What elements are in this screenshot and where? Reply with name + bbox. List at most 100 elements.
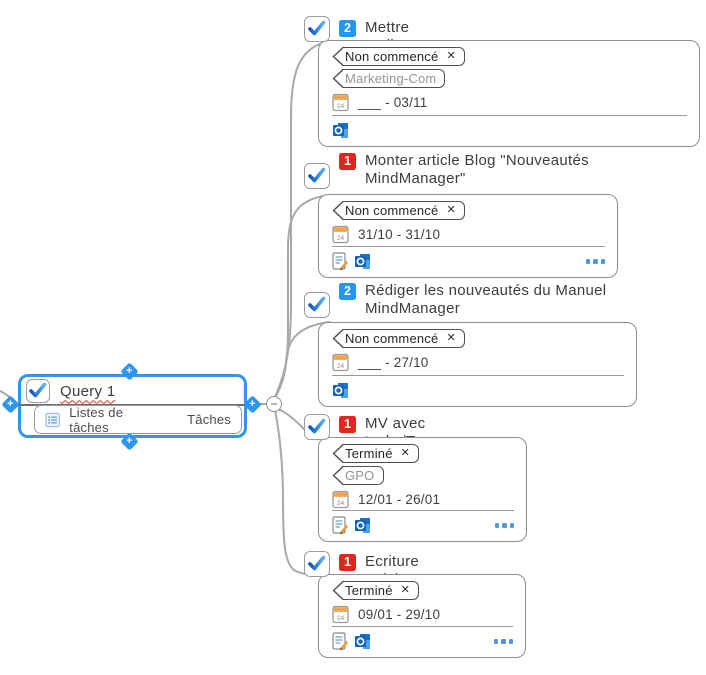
more-icon[interactable] [493,639,513,644]
task-title-text: MV avec [365,415,430,432]
task-complete-checkbox[interactable] [304,414,330,440]
tag-label: Non commencé [345,331,439,346]
plus-icon: + [249,398,256,410]
remove-tag-icon[interactable]: ✕ [400,447,410,459]
outlook-icon[interactable] [354,633,371,650]
tag-label: Marketing-Com [345,71,437,86]
tag-point [332,328,343,348]
tag-list: Terminé ✕ [332,580,513,600]
card-footer [332,246,605,271]
calendar-icon: 24 [332,490,349,509]
priority-badge: 1 [339,153,356,170]
date-row: 24 ___ - 03/11 [332,93,687,112]
tag-list: Non commencé ✕ [332,328,624,348]
remove-tag-icon[interactable]: ✕ [446,50,456,62]
tab-listes-de-taches[interactable]: Listes de tâches [69,404,124,435]
tag-point [332,46,343,66]
resource-icons-row [332,516,514,535]
tag-label: Terminé [345,446,393,461]
tag-label: GPO [345,468,375,483]
branch-task-3 [273,321,331,400]
status-tag[interactable]: Terminé ✕ [332,443,419,463]
task-title-row: 2 Rédiger les nouveautés du Manuel MindM… [339,282,639,318]
check-icon [308,167,326,183]
category-tag[interactable]: GPO [332,465,384,485]
task-complete-checkbox[interactable] [304,16,330,42]
card-divider [332,115,687,116]
outlook-icon[interactable] [354,253,371,270]
tag-point [332,68,343,88]
task-card[interactable]: Non commencé ✕ 24 ___ - 27/10 [318,322,637,407]
resource-icons-row [332,381,624,400]
task-title-row: 1 Monter article Blog "Nouveautés MindMa… [339,152,621,188]
more-icon[interactable] [494,523,514,528]
minus-icon: − [270,396,278,411]
check-icon [308,418,326,434]
card-divider [332,626,513,627]
status-tag[interactable]: Non commencé ✕ [332,46,465,66]
topic-query[interactable]: Query 1 Listes de tâches Tâches [18,374,247,438]
tag-list: Non commencé ✕ Marketing-Com [332,46,687,88]
collapse-button[interactable]: − [266,396,282,412]
status-tag[interactable]: Non commencé ✕ [332,200,465,220]
tag-point [332,465,343,485]
plus-icon: + [7,398,14,410]
date-row: 24 12/01 - 26/01 [332,490,514,509]
check-icon [308,555,326,571]
status-tag[interactable]: Terminé ✕ [332,580,419,600]
svg-text:24: 24 [337,615,345,622]
plus-icon: + [126,435,133,447]
task-list-icon [45,412,60,427]
date-range: 12/01 - 26/01 [358,492,441,507]
date-range: 09/01 - 29/10 [358,607,441,622]
resource-icons-row [332,252,605,271]
more-icon[interactable] [585,259,605,264]
date-range: 31/10 - 31/10 [358,227,441,242]
plus-icon: + [126,365,133,377]
outlook-icon[interactable] [332,382,349,399]
date-row: 24 09/01 - 29/10 [332,605,513,624]
resource-icons-row [332,121,687,140]
tag-list: Terminé ✕ GPO [332,443,514,485]
svg-text:24: 24 [337,235,345,242]
check-icon [308,296,326,312]
date-row: 24 31/10 - 31/10 [332,225,605,244]
tag-label: Non commencé [345,49,439,64]
date-range: ___ - 27/10 [358,355,429,370]
tag-label: Terminé [345,583,393,598]
task-title[interactable]: Monter article Blog "Nouveautés MindMana… [365,152,594,187]
task-complete-checkbox[interactable] [26,379,50,403]
notes-icon[interactable] [332,252,348,271]
task-complete-checkbox[interactable] [304,551,330,577]
remove-tag-icon[interactable]: ✕ [446,332,456,344]
outlook-icon[interactable] [332,122,349,139]
task-complete-checkbox[interactable] [304,163,330,189]
card-footer [332,510,514,535]
category-tag[interactable]: Marketing-Com [332,68,446,88]
calendar-icon: 24 [332,605,349,624]
task-card[interactable]: Non commencé ✕ Marketing-Com 24 ___ - 03… [318,40,700,147]
calendar-icon: 24 [332,225,349,244]
task-card[interactable]: Non commencé ✕ 24 31/10 - 31/10 [318,194,618,278]
date-row: 24 ___ - 27/10 [332,353,624,372]
task-complete-checkbox[interactable] [304,292,330,318]
tab-taches[interactable]: Tâches [187,412,231,427]
svg-text:24: 24 [337,500,345,507]
card-footer [332,375,624,400]
status-tag[interactable]: Non commencé ✕ [332,328,465,348]
task-title[interactable]: Rédiger les nouveautés du Manuel MindMan… [365,282,611,317]
svg-text:24: 24 [337,103,345,110]
remove-tag-icon[interactable]: ✕ [400,584,410,596]
task-card[interactable]: Terminé ✕ GPO 24 12/01 - 26/01 [318,437,527,542]
remove-tag-icon[interactable]: ✕ [446,204,456,216]
card-footer [332,626,513,651]
card-divider [332,510,514,511]
notes-icon[interactable] [332,516,348,535]
priority-badge: 2 [339,20,356,37]
card-divider [332,246,605,247]
notes-icon[interactable] [332,632,348,651]
task-card[interactable]: Terminé ✕ 24 09/01 - 29/10 [318,574,526,658]
outlook-icon[interactable] [354,517,371,534]
topic-title: Query 1 [60,382,116,400]
check-icon [29,382,47,398]
